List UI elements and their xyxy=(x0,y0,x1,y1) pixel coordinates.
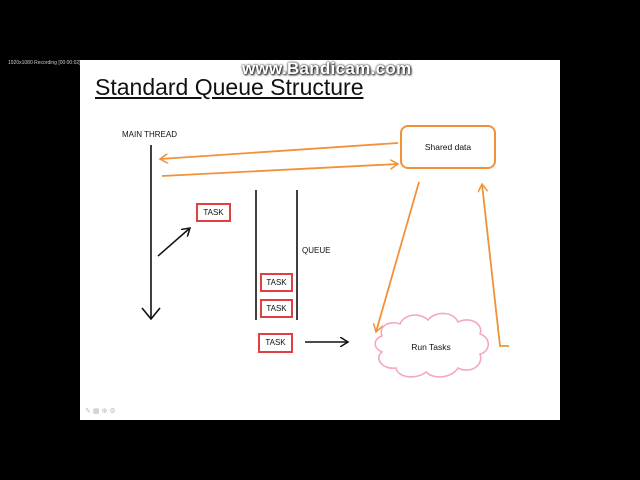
queue-label: QUEUE xyxy=(302,246,331,255)
task-dequeued: TASK xyxy=(258,333,293,353)
slide-title: Standard Queue Structure xyxy=(95,74,364,100)
slide-toolbar[interactable]: ✎▦⊕⚙ xyxy=(85,407,118,415)
grid-icon[interactable]: ▦ xyxy=(92,408,102,415)
diagram-arrows xyxy=(141,142,509,378)
shared-data-box: Shared data xyxy=(400,125,496,169)
recording-status-text: 1920x1080 Recording [00:00:02] xyxy=(8,60,81,66)
shared-to-run-arrow xyxy=(376,181,420,332)
run-to-shared-arrow xyxy=(482,184,509,347)
task-queued-1: TASK xyxy=(260,273,293,292)
shared-to-main-arrow xyxy=(160,142,399,159)
main-thread-arrowhead xyxy=(141,307,161,321)
pen-icon[interactable]: ✎ xyxy=(85,408,93,415)
settings-icon[interactable]: ⚙ xyxy=(109,408,118,415)
main-to-shared-arrow xyxy=(161,164,398,177)
slide: Standard Queue Structure MAIN T xyxy=(80,60,560,420)
task-queued-2: TASK xyxy=(260,299,293,318)
zoom-icon[interactable]: ⊕ xyxy=(101,408,110,415)
enqueue-arrow xyxy=(157,228,190,257)
watermark: www.Bandicam.com xyxy=(242,59,412,78)
run-tasks-label: Run Tasks xyxy=(411,342,451,352)
run-tasks-cloud xyxy=(374,312,490,378)
recording-status: 1920x1080 Recording [00:00:02] xyxy=(8,60,81,68)
main-thread-label: MAIN THREAD xyxy=(122,130,177,139)
task-floating: TASK xyxy=(196,203,231,222)
